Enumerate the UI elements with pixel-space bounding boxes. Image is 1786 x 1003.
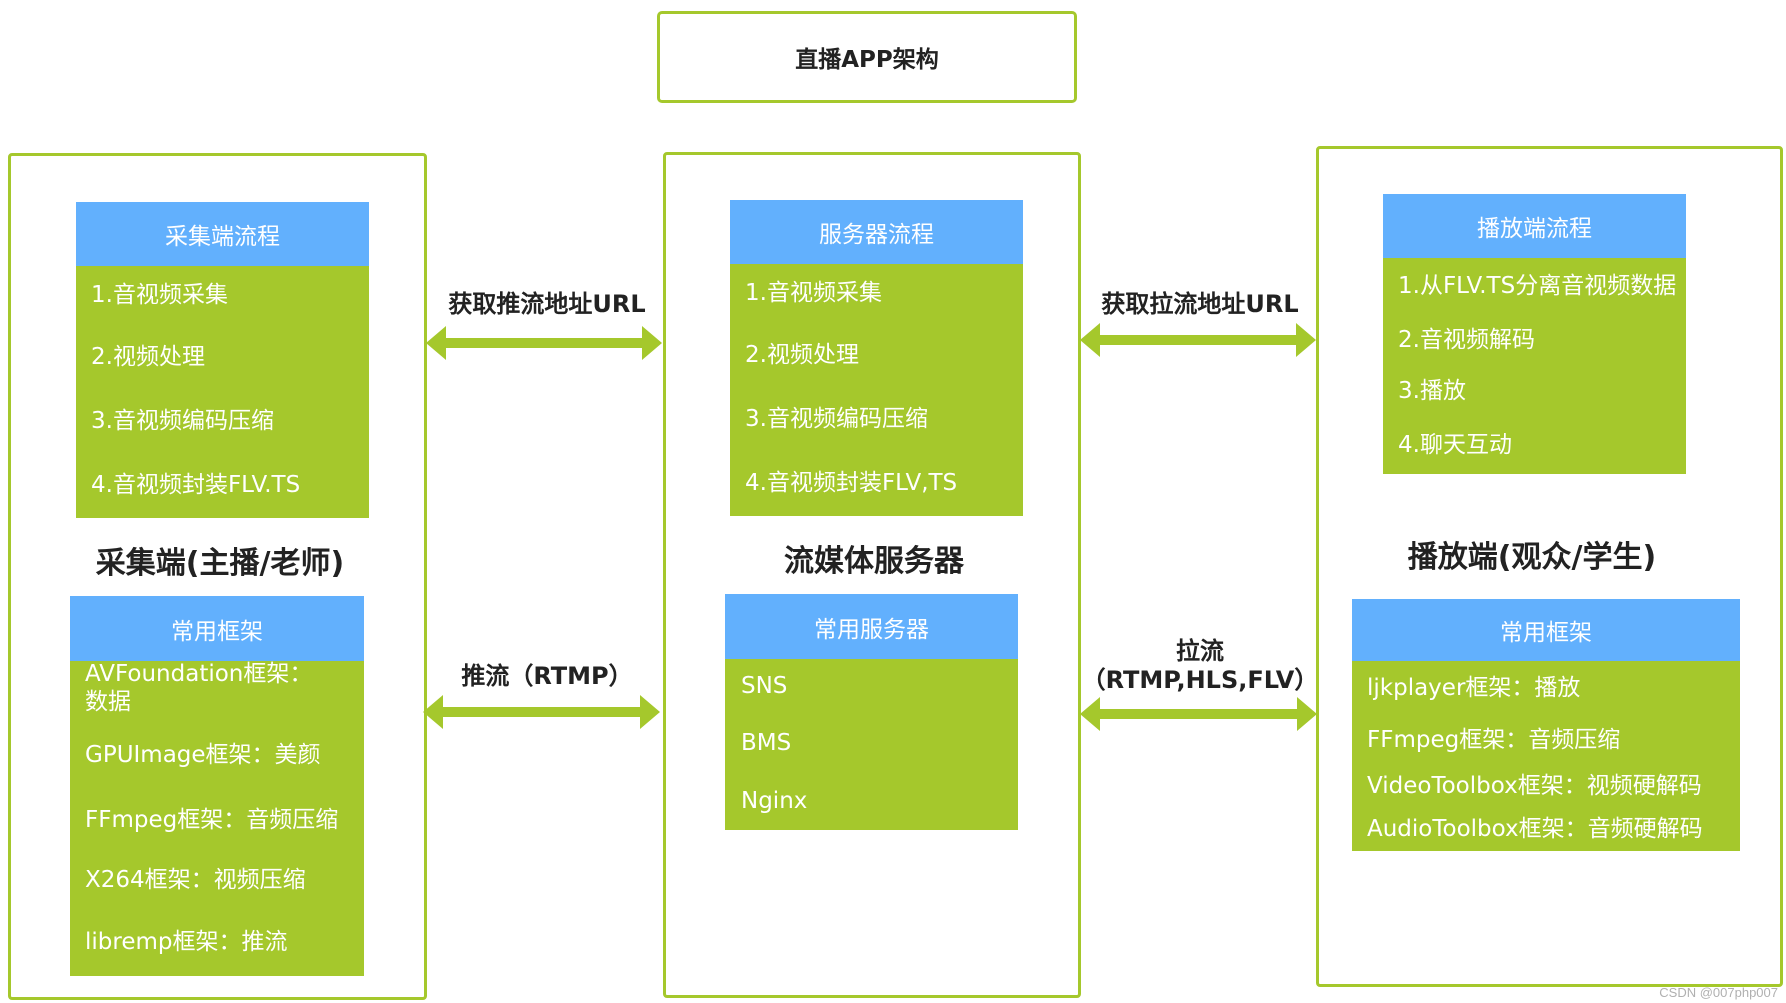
player-frameworks-header: 常用框架 bbox=[1352, 599, 1740, 661]
server-flow-header: 服务器流程 bbox=[730, 200, 1023, 264]
list-item: 4.音视频封装FLV.TS bbox=[91, 471, 301, 498]
list-item: AVFoundation框架：数据 bbox=[85, 661, 313, 715]
list-item: 1.音视频采集 bbox=[745, 280, 882, 307]
capture-section-title: 采集端(主播/老师) bbox=[95, 546, 345, 581]
list-item: FFmpeg框架：音频压缩 bbox=[85, 806, 339, 833]
list-item: 1.从FLV.TS分离音视频数据 bbox=[1398, 273, 1677, 300]
capture-flow-list: 1.音视频采集 2.视频处理 3.音视频编码压缩 4.音视频封装FLV.TS bbox=[76, 266, 369, 518]
capture-frameworks-card: 常用框架 AVFoundation框架：数据 GPUImage框架：美颜 FFm… bbox=[70, 596, 364, 976]
list-item: FFmpeg框架：音频压缩 bbox=[1367, 727, 1621, 754]
double-arrow bbox=[1080, 697, 1317, 731]
server-flow-card: 服务器流程 1.音视频采集 2.视频处理 3.音视频编码压缩 4.音视频封装FL… bbox=[730, 200, 1023, 516]
list-item: 2.视频处理 bbox=[91, 343, 205, 370]
capture-flow-card: 采集端流程 1.音视频采集 2.视频处理 3.音视频编码压缩 4.音视频封装FL… bbox=[76, 202, 369, 518]
pull-label-line1: 拉流 bbox=[1176, 637, 1224, 665]
server-list-header: 常用服务器 bbox=[725, 594, 1018, 659]
list-item: 4.聊天互动 bbox=[1398, 432, 1512, 459]
capture-frameworks-list: AVFoundation框架：数据 GPUImage框架：美颜 FFmpeg框架… bbox=[70, 661, 364, 976]
list-item: Nginx bbox=[741, 788, 808, 815]
list-item: 2.音视频解码 bbox=[1398, 327, 1535, 354]
get-pull-url-label: 获取拉流地址URL bbox=[1101, 290, 1299, 318]
list-item: 3.音视频编码压缩 bbox=[91, 407, 274, 434]
list-item: libremp框架：推流 bbox=[85, 929, 288, 956]
list-item: 3.音视频编码压缩 bbox=[745, 405, 928, 432]
double-arrow bbox=[1080, 323, 1316, 357]
player-section-title: 播放端(观众/学生) bbox=[1407, 540, 1657, 575]
capture-frameworks-header: 常用框架 bbox=[70, 596, 364, 661]
push-label: 推流（RTMP） bbox=[461, 662, 633, 690]
list-item: SNS bbox=[741, 672, 788, 699]
list-item: AudioToolbox框架：音频硬解码 bbox=[1367, 815, 1703, 842]
player-flow-header: 播放端流程 bbox=[1383, 194, 1686, 258]
capture-flow-header: 采集端流程 bbox=[76, 202, 369, 266]
list-item: VideoToolbox框架：视频硬解码 bbox=[1367, 772, 1702, 799]
server-list-card: 常用服务器 SNS BMS Nginx bbox=[725, 594, 1018, 830]
player-flow-card: 播放端流程 1.从FLV.TS分离音视频数据 2.音视频解码 3.播放 4.聊天… bbox=[1383, 194, 1686, 474]
list-item: BMS bbox=[741, 730, 792, 757]
player-flow-list: 1.从FLV.TS分离音视频数据 2.音视频解码 3.播放 4.聊天互动 bbox=[1383, 258, 1686, 474]
double-arrow bbox=[426, 326, 662, 360]
server-list: SNS BMS Nginx bbox=[725, 659, 1018, 830]
player-frameworks-card: 常用框架 ljkplayer框架：播放 FFmpeg框架：音频压缩 VideoT… bbox=[1352, 599, 1740, 851]
list-item: 1.音视频采集 bbox=[91, 281, 228, 308]
pull-label-line2: （RTMP,HLS,FLV） bbox=[1081, 666, 1319, 694]
get-push-url-label: 获取推流地址URL bbox=[448, 290, 646, 318]
list-item: 4.音视频封装FLV,TS bbox=[745, 469, 958, 496]
server-flow-list: 1.音视频采集 2.视频处理 3.音视频编码压缩 4.音视频封装FLV,TS bbox=[730, 264, 1023, 516]
double-arrow bbox=[423, 695, 660, 729]
list-item: GPUImage框架：美颜 bbox=[85, 742, 321, 769]
list-item: 3.播放 bbox=[1398, 378, 1466, 405]
server-section-title: 流媒体服务器 bbox=[784, 544, 964, 579]
list-item: 2.视频处理 bbox=[745, 342, 859, 369]
list-item: X264框架：视频压缩 bbox=[85, 867, 306, 894]
player-frameworks-list: ljkplayer框架：播放 FFmpeg框架：音频压缩 VideoToolbo… bbox=[1352, 661, 1740, 851]
diagram-title: 直播APP架构 bbox=[657, 11, 1077, 103]
watermark: CSDN @007php007 bbox=[1659, 985, 1778, 1000]
list-item: ljkplayer框架：播放 bbox=[1367, 675, 1581, 702]
